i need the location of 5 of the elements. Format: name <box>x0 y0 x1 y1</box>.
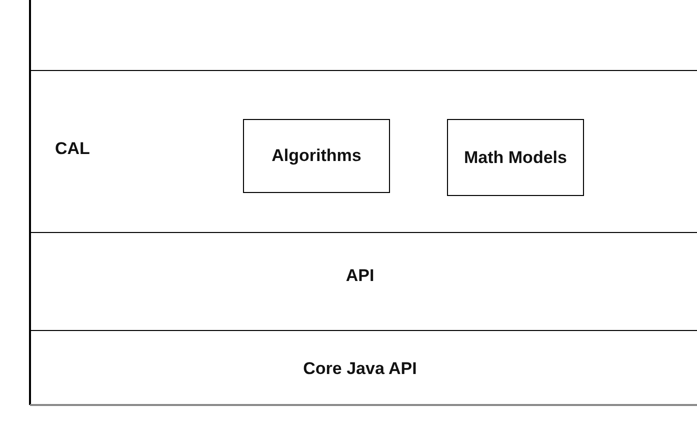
module-box: Math Models <box>447 119 584 196</box>
module-box: Algorithms <box>243 119 390 193</box>
layer-label: Core Java API <box>303 359 417 379</box>
layer-label: CAL <box>55 139 90 159</box>
layer-label: API <box>346 266 374 286</box>
